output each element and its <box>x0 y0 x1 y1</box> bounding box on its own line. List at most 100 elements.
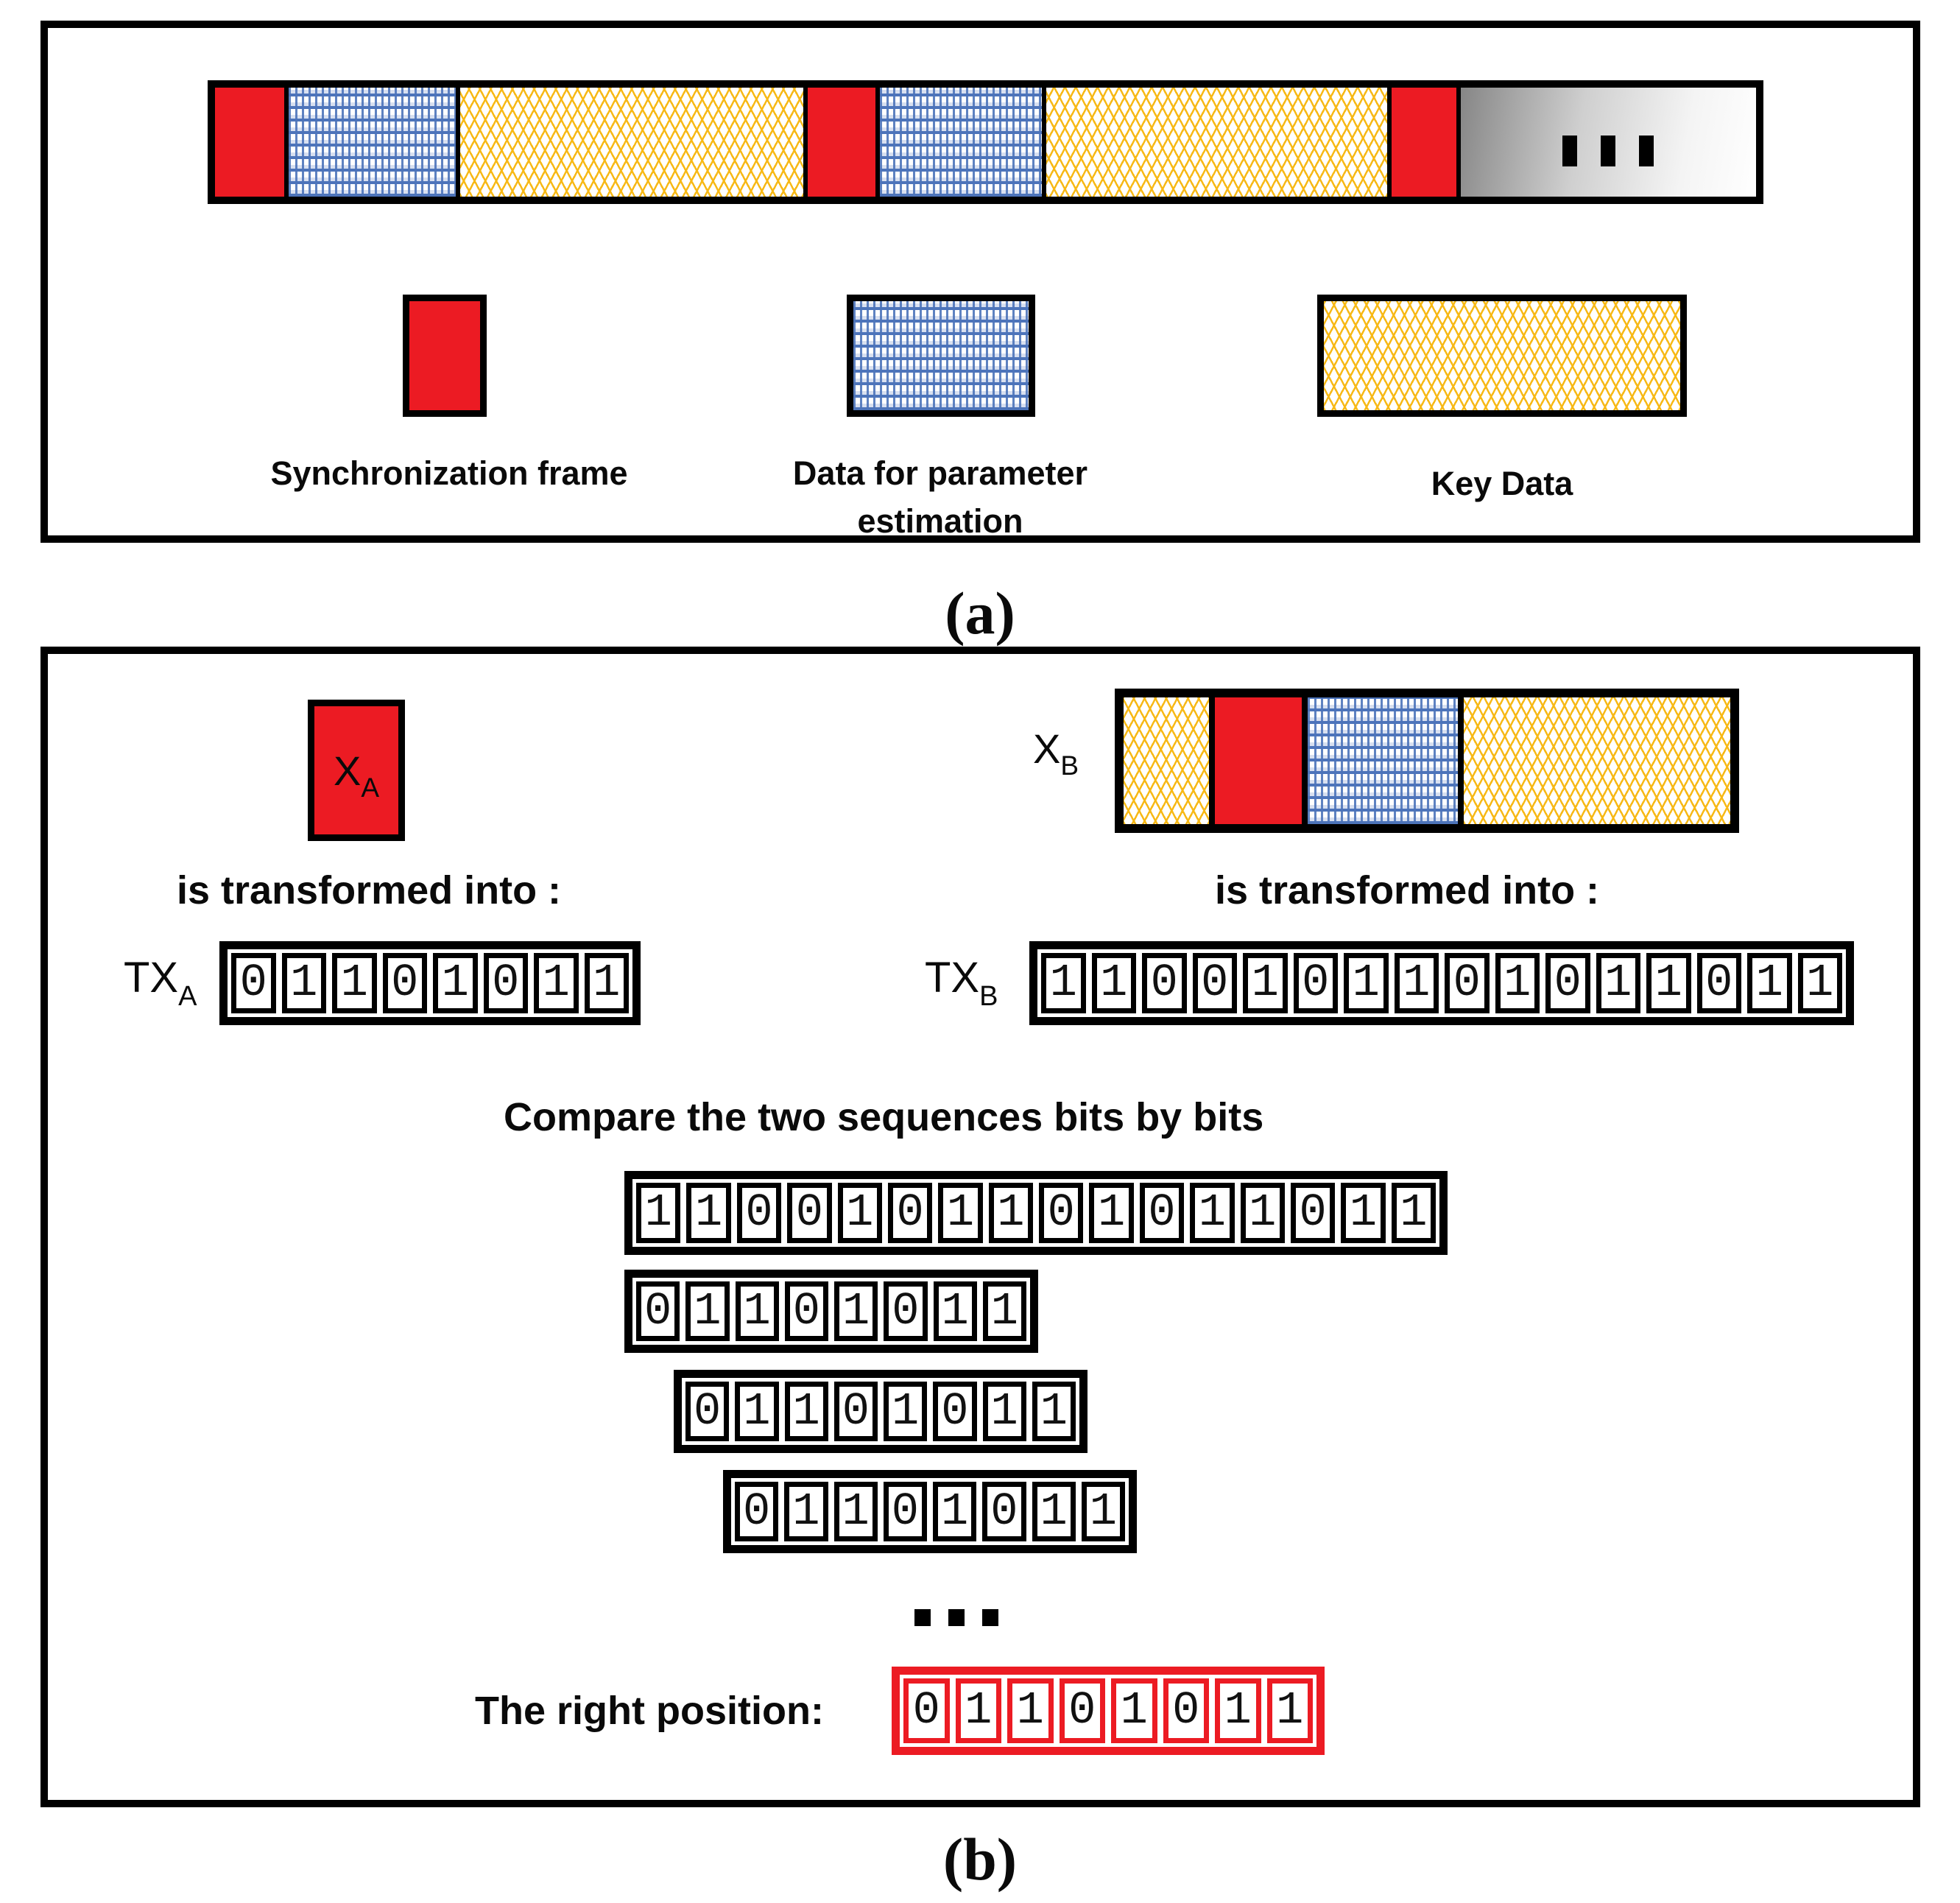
ellipsis-bar-icon <box>1601 136 1616 166</box>
bit-cell: 1 <box>833 1482 878 1541</box>
bit-cell: 0 <box>736 1183 782 1243</box>
bit-cell: 1 <box>735 1382 779 1441</box>
panel-b-key-agreement: XA XB is transformed into : is transform… <box>40 647 1920 1807</box>
frame-segment-sync <box>1391 88 1456 197</box>
frame-segment-key <box>460 88 804 197</box>
ellipsis-bar-icon <box>1639 136 1654 166</box>
bit-cell: 1 <box>1089 1183 1134 1243</box>
bit-cell: 1 <box>534 953 579 1013</box>
txb-label: TXB <box>925 954 998 1012</box>
txa-label: TXA <box>124 954 197 1012</box>
bit-cell: 1 <box>584 953 629 1013</box>
bit-cell: 1 <box>1646 953 1691 1013</box>
bit-cell: 1 <box>1041 953 1086 1013</box>
legend-swatch-key-data <box>1317 295 1687 417</box>
bit-cell: 0 <box>1039 1183 1084 1243</box>
bit-cell: 1 <box>884 1382 928 1441</box>
bit-cell: 0 <box>887 1183 933 1243</box>
legend-label-parameter-data: Data for parameter estimation <box>792 454 1088 541</box>
bit-cell: 1 <box>636 1183 681 1243</box>
bit-cell: 1 <box>1797 953 1842 1013</box>
xb-frame-bar <box>1115 689 1739 833</box>
bit-cell: 1 <box>1391 1183 1436 1243</box>
bit-cell: 0 <box>903 1678 950 1743</box>
bit-cell: 1 <box>1032 1482 1076 1541</box>
legend-swatch-parameter-data <box>847 295 1035 417</box>
bit-cell: 1 <box>1341 1183 1386 1243</box>
bit-cell: 1 <box>685 1281 730 1341</box>
bit-cell: 1 <box>982 1281 1026 1341</box>
frame-segment-sync <box>215 88 284 197</box>
legend-label-key-data: Key Data <box>1431 465 1573 502</box>
bit-cell: 0 <box>636 1281 680 1341</box>
right-position-label: The right position: <box>475 1689 824 1733</box>
bit-cell: 1 <box>938 1183 983 1243</box>
bit-cell: 0 <box>1545 953 1590 1013</box>
bit-cell: 1 <box>735 1281 779 1341</box>
bit-cell: 0 <box>884 1281 928 1341</box>
caption-b: (b) <box>942 1826 1018 1893</box>
frame-segment-key <box>1464 697 1730 824</box>
bit-cell: 1 <box>988 1183 1033 1243</box>
bit-cell: 1 <box>784 1382 828 1441</box>
bit-cell: 0 <box>982 1482 1026 1541</box>
transform-text-left: is transformed into : <box>177 868 562 912</box>
bit-cell: 1 <box>1495 953 1540 1013</box>
bit-cell: 1 <box>1344 953 1389 1013</box>
bit-cell: 0 <box>933 1382 977 1441</box>
bit-cell: 0 <box>1445 953 1490 1013</box>
bit-cell: 0 <box>784 1281 828 1341</box>
bit-cell: 1 <box>1215 1678 1261 1743</box>
bit-cell: 1 <box>1091 953 1136 1013</box>
transform-text-right: is transformed into : <box>1215 868 1600 912</box>
panel-a-frame-structure: Synchronization frame Data for parameter… <box>40 21 1920 543</box>
bit-cell: 0 <box>1139 1183 1185 1243</box>
bit-cell: 1 <box>1243 953 1288 1013</box>
bit-cell: 1 <box>982 1382 1026 1441</box>
bit-cell: 0 <box>231 953 276 1013</box>
bit-cell: 0 <box>1293 953 1338 1013</box>
frame-segment-param <box>880 88 1043 197</box>
ellipsis-icon <box>914 1609 998 1626</box>
bit-cell: 0 <box>1192 953 1237 1013</box>
xb-label: XB <box>1033 725 1079 781</box>
bit-cell: 0 <box>483 953 528 1013</box>
bit-cell: 0 <box>1163 1678 1209 1743</box>
xa-frame-rect: XA <box>308 700 405 841</box>
bit-cell: 1 <box>1111 1678 1157 1743</box>
legend-label-sync-frame: Synchronization frame <box>270 454 628 492</box>
legend-swatch-sync-frame <box>403 295 487 417</box>
frame-segment-sync <box>1215 697 1302 824</box>
bit-cell: 0 <box>833 1382 878 1441</box>
bit-cell: 1 <box>933 1482 977 1541</box>
frame-segment-sync <box>808 88 876 197</box>
bit-cell: 0 <box>1290 1183 1336 1243</box>
bit-cell: 1 <box>1081 1482 1125 1541</box>
bit-cell: 1 <box>1747 953 1792 1013</box>
ellipsis-bar-icon <box>1562 136 1578 166</box>
bit-cell: 0 <box>735 1482 779 1541</box>
bit-cell: 1 <box>933 1281 977 1341</box>
bit-cell: 1 <box>281 953 326 1013</box>
frame-sequence-bar <box>208 80 1763 204</box>
frame-segment-more <box>1460 88 1757 197</box>
bit-cell: 1 <box>332 953 377 1013</box>
bit-cell: 1 <box>1190 1183 1235 1243</box>
frame-segment-key <box>1046 88 1387 197</box>
compare-heading: Compare the two sequences bits by bits <box>504 1095 1264 1139</box>
bit-cell: 1 <box>1240 1183 1285 1243</box>
frame-segment-key <box>1124 697 1209 824</box>
bit-cell: 1 <box>433 953 478 1013</box>
xa-label: XA <box>333 747 380 803</box>
bit-cell: 1 <box>955 1678 1001 1743</box>
bit-cell: 1 <box>1266 1678 1313 1743</box>
bit-cell: 1 <box>686 1183 731 1243</box>
bit-cell: 1 <box>837 1183 882 1243</box>
caption-a: (a) <box>945 580 1015 647</box>
